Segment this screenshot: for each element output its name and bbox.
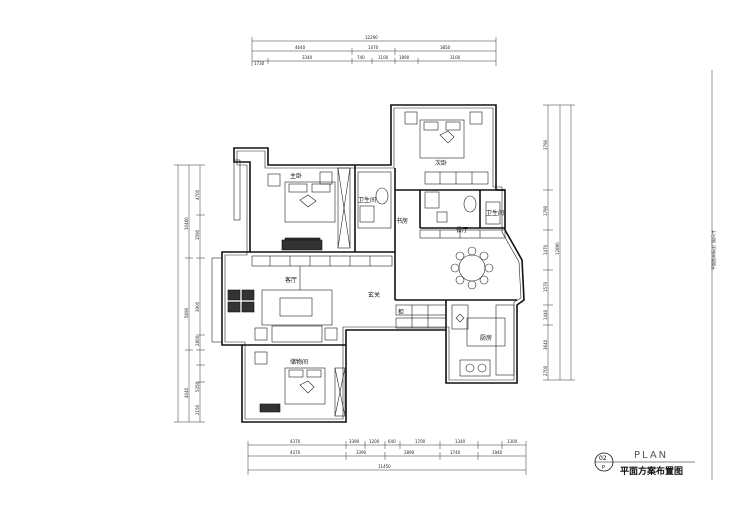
right-dimensions: 3790 1790 1470 1570 1440 3640 2700 12890… (543, 70, 716, 480)
room-dining (450, 246, 494, 290)
dim-right-c1-e: 1440 (543, 309, 548, 320)
dim-bot-r2-e: 1940 (492, 450, 503, 455)
walls (211, 104, 525, 423)
dim-top-r3-e: 1890 (399, 55, 410, 60)
dim-left-c1-a: 4700 (195, 189, 200, 200)
dim-right-c1-b: 1790 (543, 205, 548, 216)
dim-left-c2-a: 10460 (184, 217, 189, 230)
bottom-dimensions: 4370 3390 1200 640 1700 1340 1300 4370 3… (247, 439, 527, 475)
dim-left-c1-d: 2800 (195, 335, 200, 346)
room-study: 储物间 (254, 351, 346, 417)
dim-right-c1-d: 1570 (543, 281, 548, 292)
room-second-bedroom: 主卧 (267, 167, 351, 249)
title-number: 02 (599, 455, 607, 462)
dim-bot-r1-f: 1340 (455, 439, 466, 444)
top-dimensions: 12290 4640 1470 3850 1730 3340 740 1100 … (251, 35, 497, 66)
label-dining: 餐厅 (456, 226, 468, 234)
corridor-cabinets: 书房 (251, 217, 506, 267)
dim-left-c2-b: 5690 (184, 307, 189, 318)
label-bathroom-1: 卫生间 (358, 196, 376, 204)
dim-left-c1-f: 2150 (195, 404, 200, 415)
dim-far-right-note: 平面图未标注门窗尺寸 (710, 230, 716, 270)
label-study-room: 储物间 (290, 358, 308, 366)
dim-left-c1-e: 5350 (195, 381, 200, 392)
dim-right-c1-c: 1470 (543, 244, 548, 255)
left-dimensions: 4700 3590 3900 2800 5350 2150 10460 5690… (174, 164, 205, 423)
label-entry: 玄关 (368, 291, 380, 299)
title-block: 02 P PLAN 平面方案布置图 (594, 450, 695, 477)
dim-top-r3-a: 1730 (254, 61, 265, 66)
dim-left-c2-c: 4040 (184, 387, 189, 398)
room-master-bedroom: 次卧 (404, 111, 489, 185)
label-study: 书房 (396, 217, 408, 225)
dim-top-r3-b: 3340 (302, 55, 313, 60)
dim-right-c1-a: 3790 (543, 139, 548, 150)
dim-bot-r1-g: 1300 (507, 439, 518, 444)
dim-top-r2-a: 4640 (295, 45, 306, 50)
label-second-bedroom: 主卧 (290, 172, 302, 180)
label-bathroom-2: 卫生间 (486, 209, 504, 217)
dim-top-r2-b: 1470 (368, 45, 379, 50)
dim-bot-r2-c: 2890 (404, 450, 415, 455)
dim-right-c1-f: 3640 (543, 339, 548, 350)
dim-top-r2-c: 3850 (440, 45, 451, 50)
dim-bot-r1-d: 640 (388, 439, 396, 444)
title-english: PLAN (634, 450, 668, 461)
dim-top-r3-c: 740 (357, 55, 365, 60)
dim-bot-r1-b: 3390 (349, 439, 360, 444)
room-bathroom-2: 卫生间 (424, 191, 504, 225)
title-sub: P (602, 465, 605, 471)
label-master-bedroom: 次卧 (435, 159, 447, 167)
dim-bot-r1-c: 1200 (369, 439, 380, 444)
room-kitchen: 厨房 柜 餐厅 (395, 226, 515, 377)
dim-left-c1-c: 3900 (195, 301, 200, 312)
room-bathroom-1: 卫生间 (357, 171, 392, 229)
dim-top-r3-f: 3100 (450, 55, 461, 60)
dim-right-c2-a: 12890 (555, 242, 560, 255)
dim-bot-r2-a: 4370 (290, 450, 301, 455)
dim-left-c1-b: 3590 (195, 229, 200, 240)
label-living-room: 客厅 (285, 276, 297, 284)
room-living: 客厅 玄关 (227, 266, 380, 343)
title-chinese: 平面方案布置图 (620, 465, 683, 477)
dim-bot-r1-a: 4370 (290, 439, 301, 444)
dim-bot-r2-b: 3390 (356, 450, 367, 455)
dim-bot-total: 11450 (378, 464, 391, 469)
dim-top-r3-d: 1100 (378, 55, 389, 60)
dim-bot-r2-d: 1740 (450, 450, 461, 455)
label-cabinet: 柜 (398, 308, 404, 316)
dim-right-c1-g: 2700 (543, 365, 548, 376)
dim-top-total: 12290 (365, 35, 378, 40)
dim-bot-r1-e: 1700 (415, 439, 426, 444)
label-kitchen: 厨房 (480, 334, 492, 342)
